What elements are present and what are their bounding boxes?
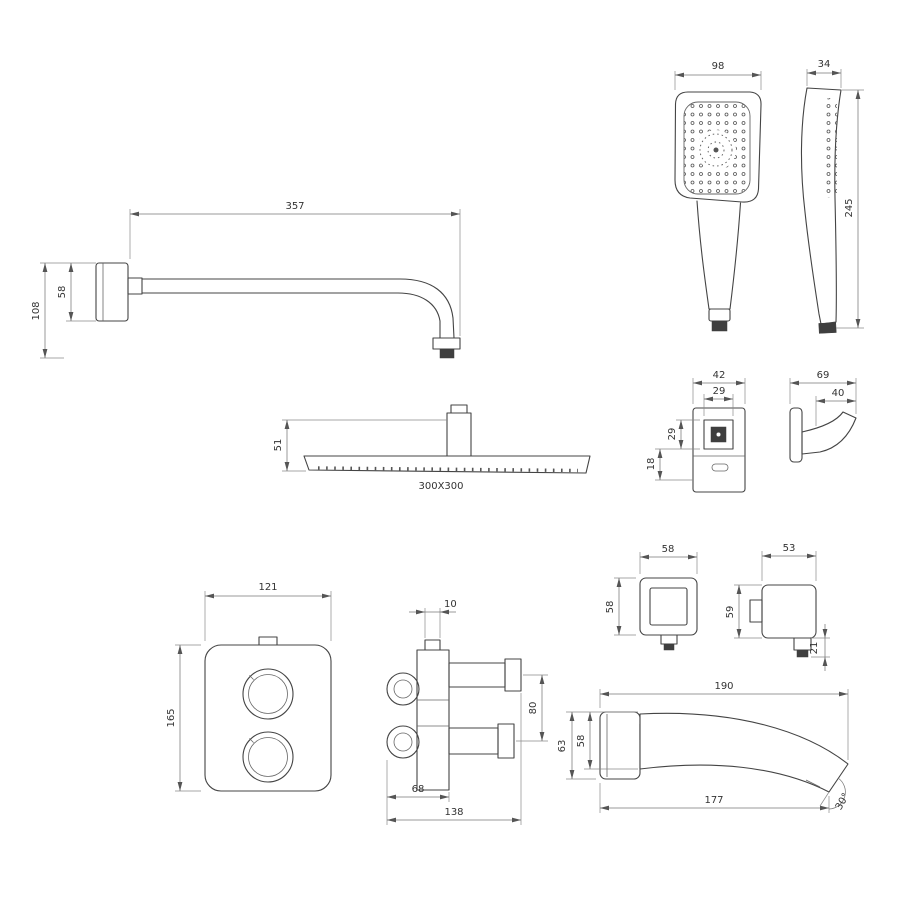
dim-label: 357 (285, 201, 304, 212)
hand-shower-connector (711, 320, 728, 332)
wall-outlet-elbow-view: 53 59 21 (725, 543, 830, 671)
head-nozzle-row (317, 466, 579, 473)
dim-valve-total-width: 138 (386, 693, 522, 825)
wall-supply-elbow-view: 42 29 29 18 (646, 370, 746, 493)
dim-label: 245 (844, 198, 855, 217)
dim-hand-shower-width: 98 (674, 61, 762, 90)
dim-label: 53 (783, 543, 796, 554)
dim-wall-outlet-spigot: 21 (809, 624, 830, 671)
dim-label: 58 (662, 544, 675, 555)
dim-label: 177 (704, 795, 723, 806)
elbow-button (703, 419, 734, 450)
dim-wall-outlet-height: 59 (725, 584, 762, 639)
dim-spout-flange-height: 63 (557, 711, 638, 780)
trim-knob-top (242, 668, 294, 720)
dim-label: 108 (31, 301, 42, 320)
dim-trim-height: 165 (166, 644, 201, 792)
dim-label: 10 (444, 599, 457, 610)
dim-label: 34 (818, 59, 831, 70)
dim-wall-plate-width: 58 (639, 544, 698, 574)
trim-knob-bottom (242, 731, 294, 783)
hand-shower-handle (696, 200, 742, 310)
dim-label: 165 (166, 708, 177, 727)
dim-label: 40 (832, 388, 845, 399)
hand-shower-side-view: 34 245 (800, 59, 864, 334)
valve-inlet-top (386, 672, 420, 706)
dim-label: 121 (258, 582, 277, 593)
dim-label: 18 (646, 458, 657, 471)
head-ball-joint (450, 404, 468, 414)
shower-arm-view: 357 58 108 (31, 201, 461, 359)
dim-label: 30° (834, 791, 852, 812)
spout-body (639, 712, 849, 793)
valve-inlet-bottom (386, 725, 420, 759)
dim-trim-width: 121 (204, 582, 332, 641)
dim-wall-outlet-width: 53 (761, 543, 817, 581)
dim-spout-length: 190 (599, 681, 849, 760)
dim-valve-body-width: 68 (386, 760, 450, 802)
arm-outlet-thread (439, 348, 455, 359)
dim-arm-length: 357 (129, 201, 461, 336)
spray-face-edge-dots (824, 98, 837, 198)
dim-elbow-button-width: 29 (703, 386, 734, 416)
dim-elbow-lower-height: 18 (646, 448, 693, 481)
dim-label: 63 (557, 740, 568, 753)
dim-hand-shower-depth: 34 (806, 59, 842, 88)
dim-label: 68 (412, 784, 425, 795)
arm-wall-flange (95, 262, 129, 322)
dim-label: 58 (576, 735, 587, 748)
dim-label: 138 (444, 807, 463, 818)
dim-arm-drop-height: 108 (31, 262, 66, 359)
wall-plate-view: 58 58 (605, 544, 698, 651)
dim-wall-plate-height: 58 (605, 577, 636, 636)
dim-hand-shower-height: 245 (836, 89, 864, 329)
dim-holder-width: 69 (789, 370, 857, 414)
dim-spout-body-height: 58 (576, 712, 638, 770)
dim-head-height: 51 (273, 419, 447, 472)
tub-spout-view: 190 63 58 177 30° (557, 681, 852, 813)
hand-shower-front-view: 98 (674, 61, 762, 332)
dim-label: 69 (817, 370, 830, 381)
holder-hook (801, 411, 857, 455)
dim-elbow-button-height: 29 (667, 419, 700, 450)
shower-holder-view: 69 40 (789, 370, 857, 463)
dim-label: 29 (713, 386, 726, 397)
dim-label: 190 (714, 681, 733, 692)
dim-label: 51 (273, 439, 284, 452)
dim-label: 59 (725, 606, 736, 619)
dim-head-size: 300X300 (418, 481, 463, 492)
dim-label: 29 (667, 428, 678, 441)
overhead-shower-view: 51 300X300 (273, 404, 591, 492)
dim-label: 98 (712, 61, 725, 72)
dim-label: 80 (528, 702, 539, 715)
dim-label: 21 (809, 642, 820, 655)
mixer-trim-view: 121 165 (166, 582, 332, 792)
dim-elbow-width: 42 (692, 370, 746, 404)
dim-holder-hook-depth: 40 (815, 388, 856, 426)
dim-label: 42 (713, 370, 726, 381)
dim-label: 58 (57, 286, 68, 299)
dim-label: 58 (605, 601, 616, 614)
dim-valve-stub-width: 10 (409, 599, 457, 638)
mixer-valve-view: 10 80 68 138 (386, 599, 548, 825)
dim-arm-flange-height: 58 (57, 262, 96, 322)
dim-spout-lower-length: 177 (599, 783, 830, 813)
